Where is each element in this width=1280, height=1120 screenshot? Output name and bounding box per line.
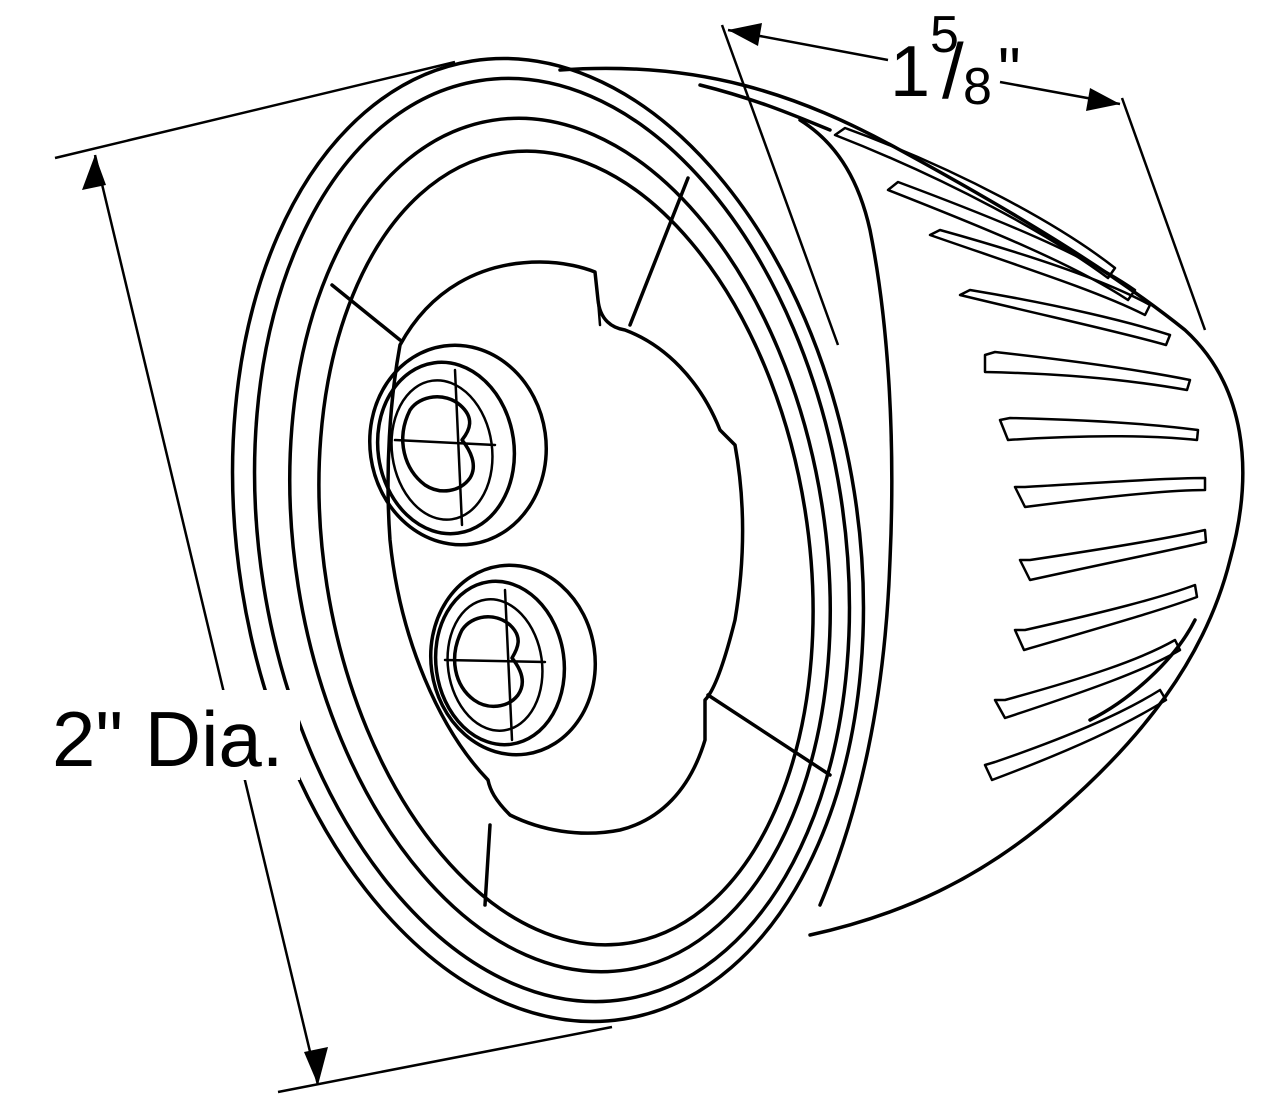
length-numerator: 5	[930, 6, 959, 64]
length-extension-left	[720, 24, 840, 346]
diameter-arrow-top	[82, 155, 106, 190]
length-arrow-right	[1086, 88, 1120, 111]
inner-spokes	[330, 176, 832, 907]
length-whole: 1	[890, 32, 930, 112]
central-boss	[386, 260, 745, 835]
diameter-dimension: 2" Dia.	[50, 60, 613, 1094]
diameter-label-background	[50, 690, 300, 780]
length-arrow-left	[728, 23, 762, 46]
diameter-dimension-line	[93, 154, 320, 1086]
length-dimension: 1 5 / 8 "	[720, 6, 1207, 346]
length-slash: /	[942, 27, 964, 115]
length-extension-right	[1120, 97, 1207, 331]
housing-ribs	[833, 126, 1208, 782]
led-lower	[428, 563, 598, 757]
front-bezel	[230, 56, 866, 1024]
length-denominator: 8	[963, 58, 992, 116]
diameter-extension-bottom	[277, 1025, 613, 1094]
diameter-label: 2" Dia.	[52, 695, 283, 783]
length-unit: "	[998, 34, 1021, 106]
diameter-arrow-bottom	[304, 1047, 328, 1085]
diameter-extension-top	[54, 60, 456, 160]
lamp-housing	[558, 66, 1245, 937]
led-upper	[368, 343, 548, 547]
